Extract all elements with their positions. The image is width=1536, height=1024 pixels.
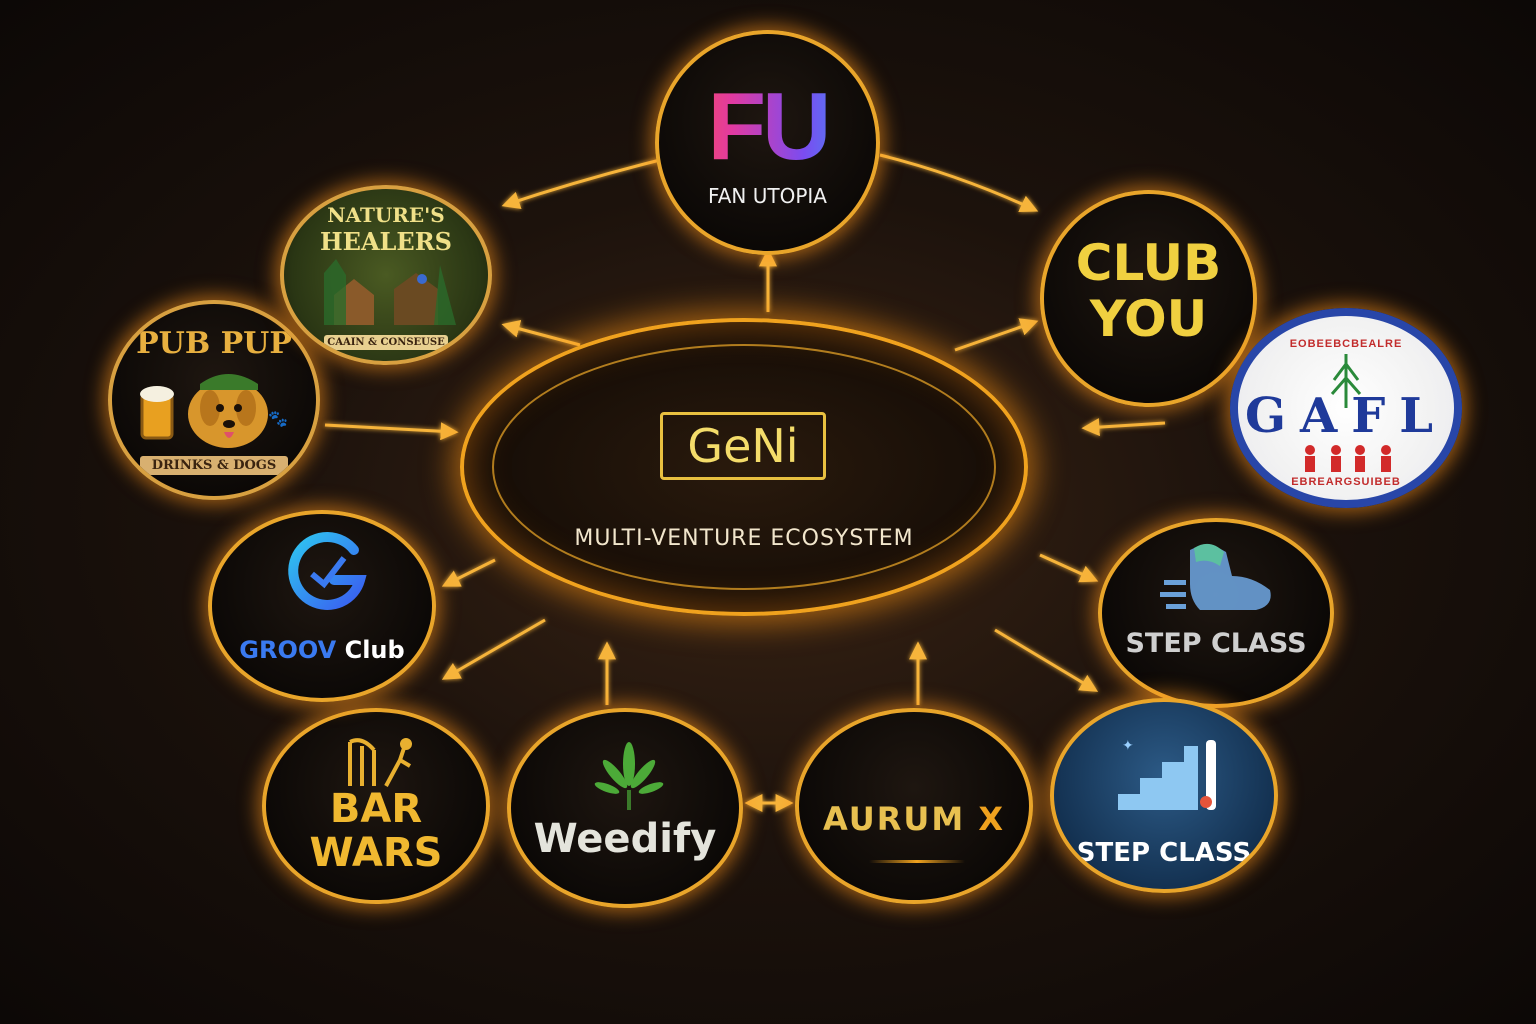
hub-inner-ring [492,344,996,590]
club-you-line2: YOU [1089,290,1208,348]
pub-pup-banner: DRINKS & DOGS [140,456,288,475]
aurum-x-mark: X [978,800,1006,838]
node-step-class-1[interactable]: STEP CLASS [1098,518,1334,708]
club-word: Club [344,636,405,664]
fan-utopia-label: FAN UTOPIA [708,184,827,208]
arrow-pubpup-to-hub [324,422,459,441]
natures-healers-banner: CAAIN & CONSEUSE [324,335,448,350]
aurum-underline [869,860,965,863]
bar-wars-line2: WARS [309,830,443,876]
svg-text:🐾: 🐾 [268,411,288,428]
cannabis-leaf-icon [594,742,664,810]
arrow-hub-to-barwars [441,618,546,680]
aurum-x-label: AURUM X [799,800,1029,838]
arrow-fu-to-natures [501,158,661,209]
natures-healers-line2: HEALERS [319,227,453,256]
svg-text:✦: ✦ [1122,737,1134,753]
hub-subtitle: MULTI-VENTURE ECOSYSTEM [574,526,914,551]
gafl-logo: GAFL [1244,388,1448,444]
geni-hub: GeNi MULTI-VENTURE ECOSYSTEM [460,318,1028,616]
bar-wars-line1: BAR [329,786,423,832]
step-class-2-label: STEP CLASS [1076,838,1252,868]
groov-club-label: GROOV Club [212,636,432,664]
aurum-word: AURUM [822,800,966,838]
stairs-chart-icon: ✦ [1118,737,1216,810]
fan-utopia-logo: FU [659,72,876,182]
node-pub-pup[interactable]: PUB PUP 🐾 DRINKS & DOGS [108,300,320,500]
tree-icon [1330,354,1362,408]
dog-with-beer-icon: 🐾 [140,374,288,448]
arrow-hub-to-step2 [994,628,1099,692]
node-natures-healers[interactable]: NATURE'S HEALERS CAAIN & CONSEUSE [280,185,492,365]
node-bar-wars[interactable]: BAR WARS [262,708,490,904]
node-fan-utopia[interactable]: FU FAN UTOPIA [655,30,880,255]
groov-word: GROOV [239,636,337,664]
arrow-gafl-to-hub [1081,418,1166,437]
node-club-you[interactable]: CLUB YOU [1040,190,1257,407]
hub-title: GeNi [660,412,826,480]
arrow-hub-to-clubyou [954,318,1039,352]
bar-stool-icon [348,738,412,787]
natures-healers-line1: NATURE'S [327,203,445,227]
node-gafl[interactable]: EOBEEBCBEALRE GAFL EBREARGSUIBEB [1230,308,1462,508]
pub-pup-title: PUB PUP [136,326,292,361]
node-groov-club[interactable]: GROOV Club [208,510,436,702]
step-class-1-label: STEP CLASS [1125,628,1307,659]
weedify-label: Weedify [533,816,717,862]
arrow-hub-to-step1 [1039,553,1099,583]
forest-huts-icon [324,259,456,325]
groov-logo-icon [288,532,367,610]
node-step-class-2[interactable]: ✦ STEP CLASS [1050,698,1278,893]
arrow-hub-to-groov [441,558,496,587]
arrow-fu-to-clubyou [879,153,1039,213]
people-icon [1305,445,1391,472]
gafl-ring-top: EOBEEBCBEALRE [1289,338,1403,350]
arrow-hub-to-natures [501,320,581,347]
sneaker-icon [1160,543,1271,610]
node-aurum-x[interactable]: AURUM X [795,708,1033,904]
gafl-ring-bottom: EBREARGSUIBEB [1291,476,1401,488]
node-weedify[interactable]: Weedify [507,708,743,908]
club-you-line1: CLUB [1075,234,1222,292]
